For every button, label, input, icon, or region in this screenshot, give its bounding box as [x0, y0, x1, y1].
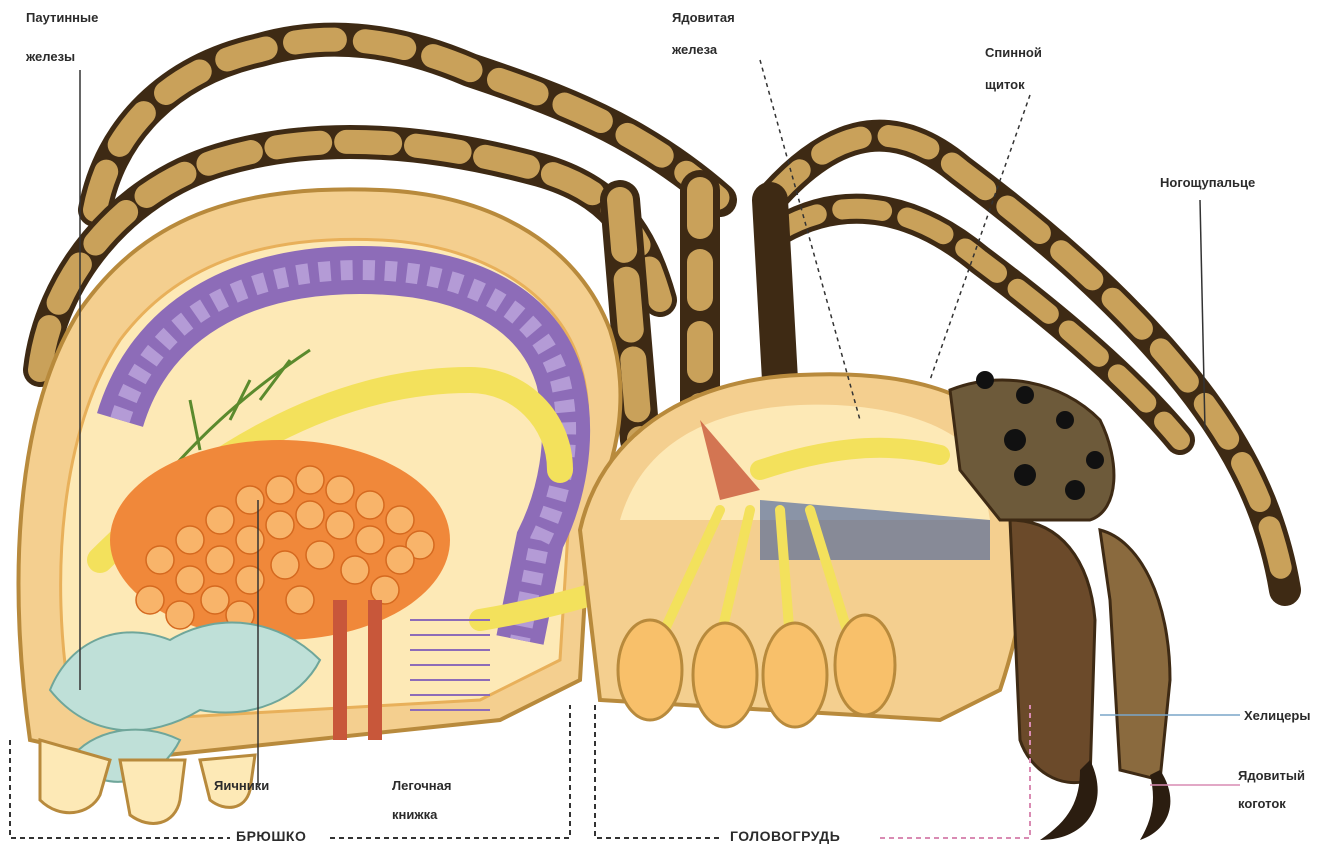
label-venom-claw-line1: Ядовитый — [1238, 768, 1305, 784]
label-silk-glands: Паутинные железы — [26, 10, 98, 65]
chelicerae — [1010, 520, 1170, 840]
label-ovaries: Яичники — [214, 778, 269, 794]
label-ovaries-text: Яичники — [214, 778, 269, 794]
label-dorsal-shield: Спинной щиток — [985, 45, 1042, 93]
label-chelicerae-text: Хелицеры — [1244, 708, 1310, 724]
label-venom-claw: Ядовитый коготок — [1238, 768, 1305, 812]
label-pedipalps: Ногощупальце — [1160, 175, 1255, 191]
label-dorsal-shield-line1: Спинной — [985, 45, 1042, 61]
label-silk-glands-line1: Паутинные — [26, 10, 98, 26]
label-venom-claw-line2: коготок — [1238, 796, 1305, 812]
label-chelicerae: Хелицеры — [1244, 708, 1310, 724]
label-venom-gland-line2: железа — [672, 42, 735, 58]
label-book-lung-line1: Легочная — [392, 778, 451, 794]
label-venom-gland-line1: Ядовитая — [672, 10, 735, 26]
section-abdomen: БРЮШКО — [236, 828, 306, 844]
section-cephalothorax: ГОЛОВОГРУДЬ — [730, 828, 840, 844]
label-dorsal-shield-line2: щиток — [985, 77, 1042, 93]
label-venom-gland: Ядовитая железа — [672, 10, 735, 58]
label-pedipalps-text: Ногощупальце — [1160, 175, 1255, 191]
label-book-lung-line2: книжка — [392, 807, 451, 823]
label-silk-glands-line2: железы — [26, 49, 98, 65]
label-book-lung: Легочная книжка — [392, 778, 451, 823]
